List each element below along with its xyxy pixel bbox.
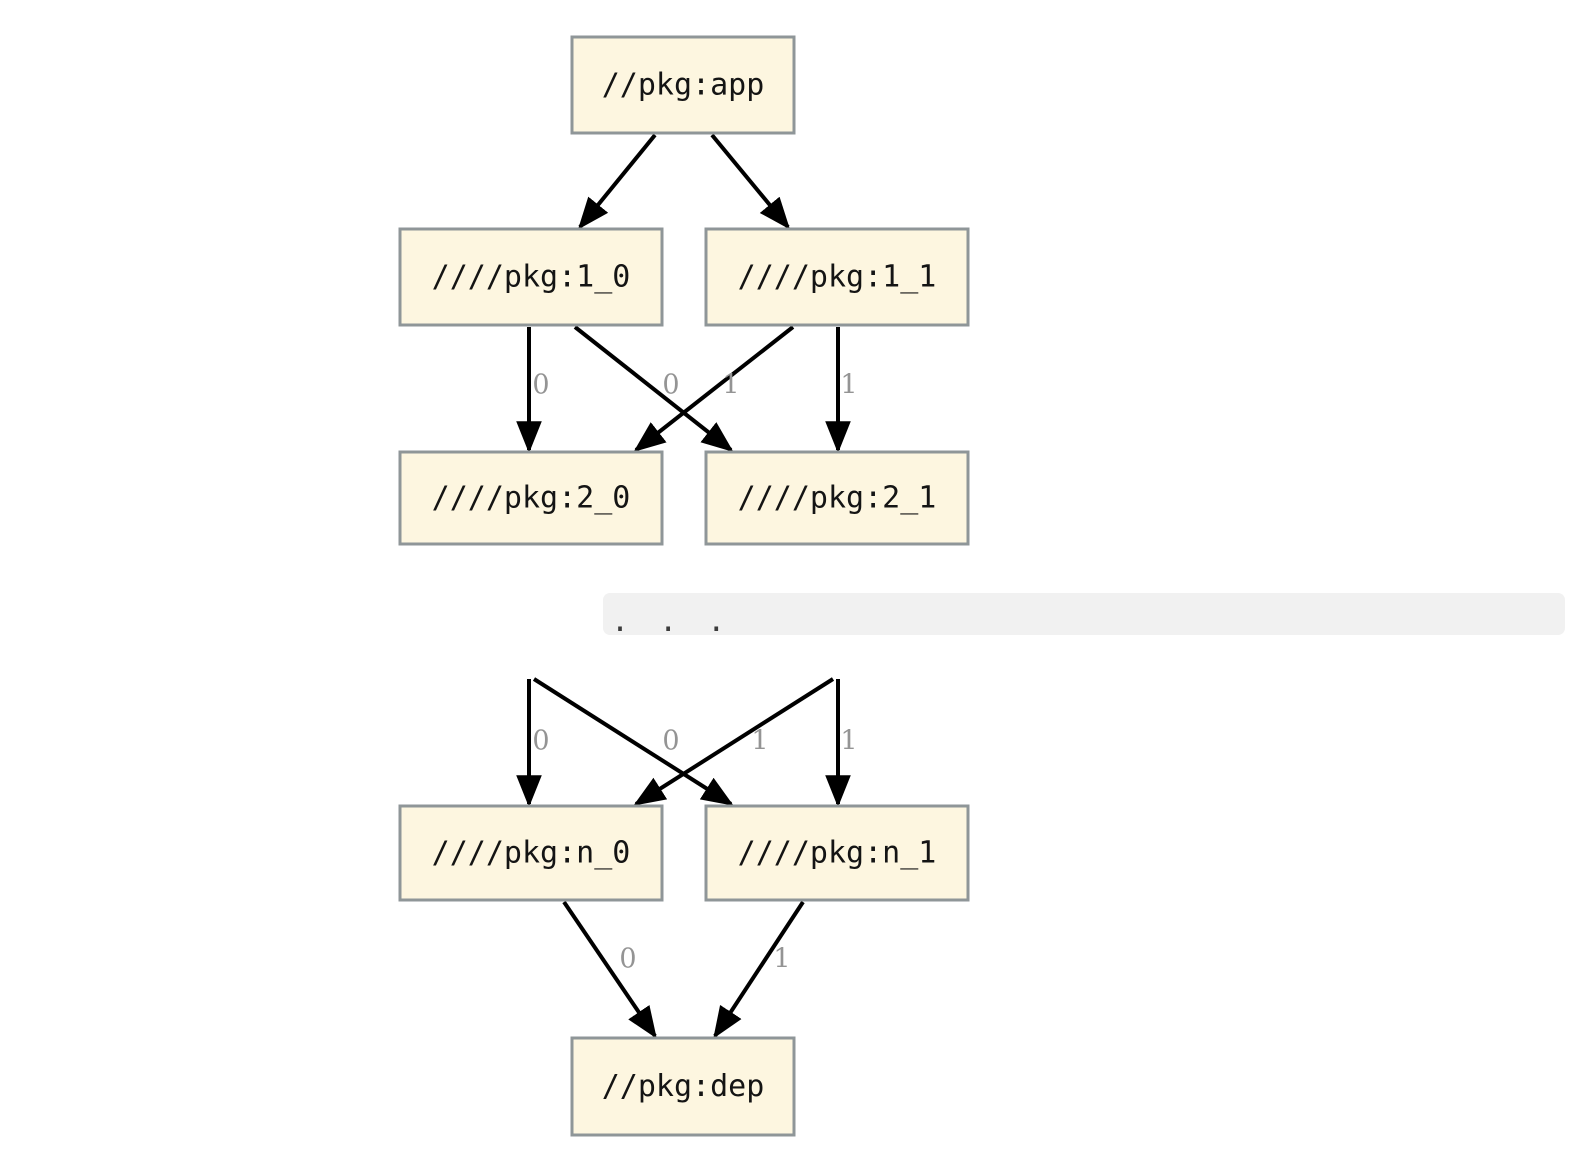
node-box[interactable] — [570, 35, 796, 135]
graph-edge: 0 — [532, 677, 734, 806]
node-box[interactable] — [704, 227, 970, 327]
node-label: //pkg:dep — [602, 1069, 765, 1104]
edge-label: 0 — [532, 726, 549, 757]
graph-edge: 0 — [516, 679, 550, 808]
edges-layer: 0 0 1 1 0 0 1 1 0 1 — [516, 133, 858, 1039]
node-label: ////pkg:2_1 — [738, 481, 937, 516]
graph-edge: 0 — [562, 900, 657, 1039]
node-label: ////pkg:2_0 — [432, 481, 631, 516]
edge-line — [633, 325, 795, 452]
graph-node-nn_1[interactable]: ////pkg:n_1 — [704, 804, 970, 902]
graph-node-nn_0[interactable]: ////pkg:n_0 — [398, 804, 664, 902]
edge-label: 1 — [751, 726, 768, 757]
node-label: ////pkg:n_0 — [432, 836, 631, 871]
edge-label: 1 — [722, 370, 739, 401]
ellipsis-text: . . . — [611, 604, 732, 639]
node-label: ////pkg:1_0 — [432, 260, 631, 295]
node-label: ////pkg:1_1 — [738, 260, 937, 295]
graph-node-n1_1[interactable]: ////pkg:1_1 — [704, 227, 970, 327]
node-box[interactable] — [398, 450, 664, 546]
edge-label: 0 — [619, 944, 636, 975]
node-label: //pkg:app — [602, 68, 765, 103]
graph-node-n2_1[interactable]: ////pkg:2_1 — [704, 450, 970, 546]
edge-line — [532, 677, 734, 806]
node-box[interactable] — [570, 1036, 796, 1137]
edge-label: 0 — [532, 370, 549, 401]
edge-line — [710, 133, 791, 230]
node-box[interactable] — [398, 227, 664, 327]
graph-node-n2_0[interactable]: ////pkg:2_0 — [398, 450, 664, 546]
edge-label: 1 — [840, 726, 857, 757]
node-label: ////pkg:n_1 — [738, 836, 937, 871]
truncation-ellipsis-band: . . . — [603, 593, 1565, 639]
graph-edge: 1 — [825, 327, 858, 454]
edge-line — [573, 325, 734, 452]
graph-edge: 1 — [713, 900, 805, 1039]
node-box[interactable] — [398, 804, 664, 902]
node-box[interactable] — [704, 450, 970, 546]
graph-edge: 0 — [573, 325, 734, 452]
graph-node-app[interactable]: //pkg:app — [570, 35, 796, 135]
edge-line — [713, 900, 805, 1039]
edge-label: 1 — [840, 370, 857, 401]
edge-line — [577, 133, 657, 230]
graph-node-n1_0[interactable]: ////pkg:1_0 — [398, 227, 664, 327]
edge-line — [633, 677, 835, 806]
graph-node-dep[interactable]: //pkg:dep — [570, 1036, 796, 1137]
edge-line — [562, 900, 657, 1039]
node-box[interactable] — [704, 804, 970, 902]
graph-edge: 1 — [633, 325, 795, 452]
graph-edge: 1 — [825, 679, 858, 808]
graph-edge: 1 — [633, 677, 835, 806]
nodes-layer: //pkg:app ////pkg:1_0 ////pkg:1_1 ////pkg:2… — [398, 35, 970, 1137]
graph-edge — [710, 133, 791, 230]
graph-edge — [577, 133, 657, 230]
edge-label: 0 — [662, 726, 679, 757]
edge-label: 1 — [773, 944, 790, 975]
graph-edge: 0 — [516, 327, 550, 454]
edge-label: 0 — [662, 370, 679, 401]
